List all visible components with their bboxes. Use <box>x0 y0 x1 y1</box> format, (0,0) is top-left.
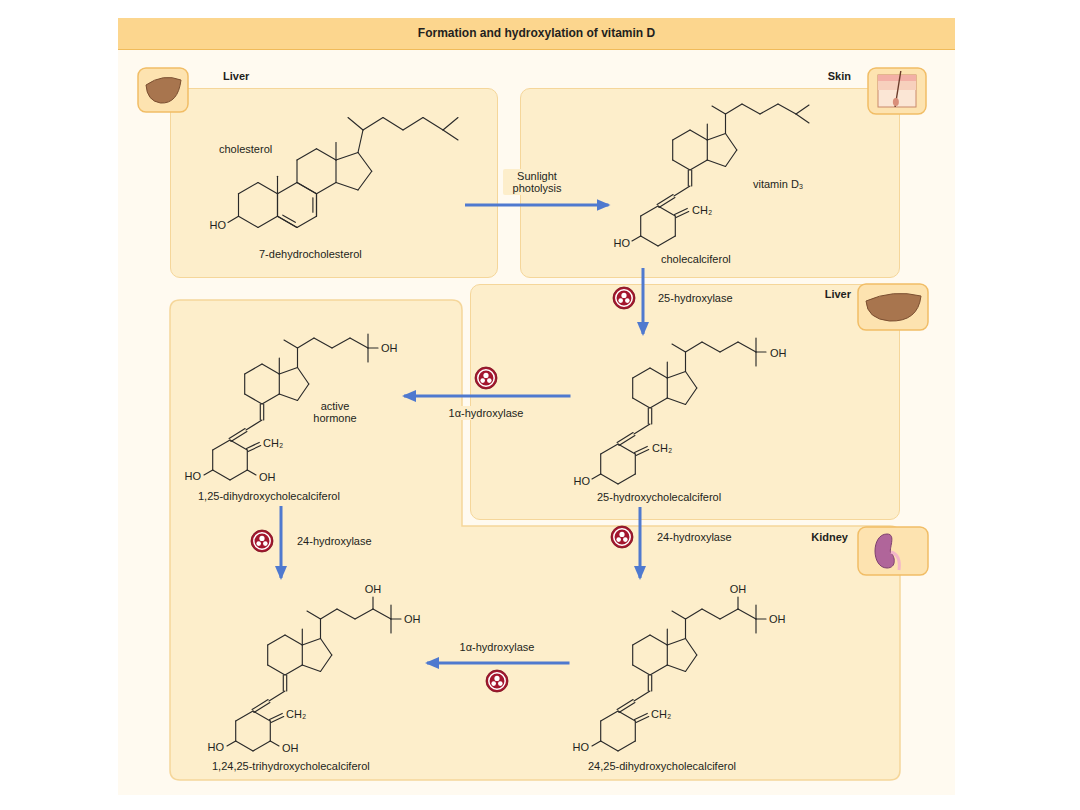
molecule-label: OH <box>730 583 747 595</box>
molecule: vitamin D₃ CH₂ HO cholecalciferol <box>611 101 812 268</box>
molecule: OH active hormoneCH₂ HO OH 1,25-dihydroxycho… <box>182 330 403 506</box>
molecule-label: HO <box>210 219 227 231</box>
molecule-label: active hormone <box>307 400 363 424</box>
molecule-label: 1,24,25-trihydroxycholecalciferol <box>212 760 370 772</box>
enzyme-label: 25-hydroxylase <box>655 291 736 305</box>
molecule-label: vitamin D₃ <box>753 178 803 190</box>
region-outline <box>170 300 900 780</box>
molecule: cholesterolHO 7-dehydrocholesterol <box>207 129 466 263</box>
molecule-label: cholesterol <box>219 143 272 155</box>
molecule: OH OH CH₂ HO 24,25-dihydroxycholecalciferol <box>570 580 811 775</box>
molecule-label: 25-hydroxycholecalciferol <box>597 491 721 503</box>
diagram-title: Formation and hydroxylation of vitamin D <box>118 18 955 49</box>
region-heading: Kidney <box>811 531 848 543</box>
region-heading: Liver <box>223 70 249 82</box>
molecule-label: CH₂ <box>286 708 306 720</box>
molecule-label: CH₂ <box>692 204 712 216</box>
region-heading: Liver <box>825 288 851 300</box>
molecule: OH CH₂ HO 25-hydroxycholecalciferol <box>571 336 812 507</box>
molecule-label: HO <box>208 741 225 753</box>
molecule-label: OH <box>381 342 398 354</box>
molecule: OH OH CH₂ HO OH 1,24,25-trihydroxycholecalcif… <box>205 580 426 775</box>
molecule-label: 7-dehydrocholesterol <box>259 248 362 260</box>
molecule-label: OH <box>770 347 787 359</box>
molecule-label: CH₂ <box>651 708 671 720</box>
enzyme-label: 24-hydroxylase <box>294 534 375 548</box>
molecule-label: OH <box>404 613 421 625</box>
molecule-label: HO <box>614 237 631 249</box>
enzyme-label: Sunlight photolysis <box>503 169 571 195</box>
enzyme-label: 1α-hydroxylase <box>457 640 538 654</box>
molecule-label: CH₂ <box>652 442 672 454</box>
title-bar: Formation and hydroxylation of vitamin D <box>118 18 955 50</box>
enzyme-label: 1α-hydroxylase <box>446 406 527 420</box>
molecule-label: HO <box>185 470 202 482</box>
molecule-label: HO <box>573 741 590 753</box>
organ-region: KidneyOHactive hormoneCH₂HOOH1,25-dihydr… <box>170 300 900 780</box>
molecule-label: 1,25-dihydroxycholecalciferol <box>198 490 340 502</box>
molecule-label: HO <box>574 475 591 487</box>
region-heading: Skin <box>828 70 851 82</box>
molecule-label: cholecalciferol <box>661 253 731 265</box>
organ-region: LiverOH CH₂ HO 25-hydroxycholecalciferol <box>470 284 900 520</box>
molecule-label: OH <box>769 613 786 625</box>
enzyme-label: 24-hydroxylase <box>654 530 735 544</box>
molecule-label: OH <box>365 583 382 595</box>
molecule-label: 24,25-dihydroxycholecalciferol <box>588 760 736 772</box>
molecule-label: OH <box>282 742 299 754</box>
molecule-label: CH₂ <box>263 437 283 449</box>
organ-region: LivercholesterolHO7-dehydrocholesterol <box>170 88 498 278</box>
organ-region: Skinvitamin D₃CH₂HOcholecalciferol <box>520 88 900 278</box>
molecule-label: OH <box>259 471 276 483</box>
